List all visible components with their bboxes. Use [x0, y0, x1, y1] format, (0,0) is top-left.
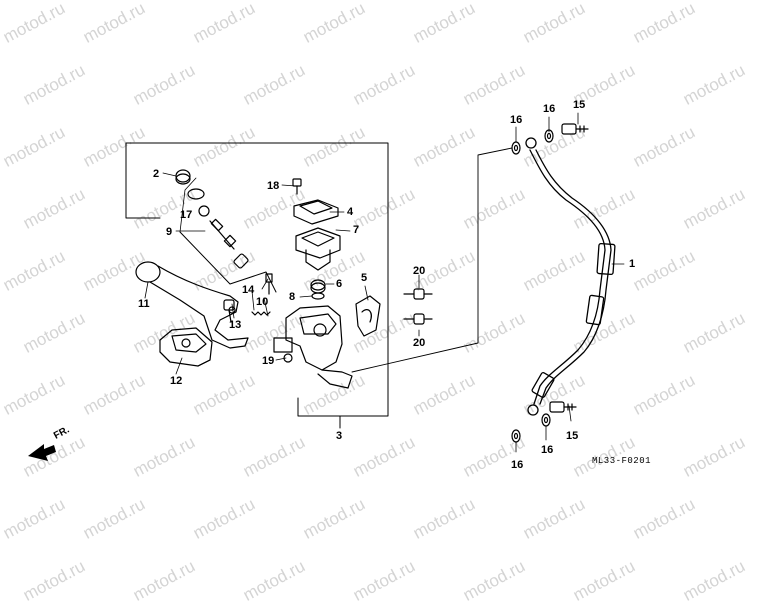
front-direction-arrow [28, 444, 56, 461]
callout-18: 18 [267, 180, 280, 192]
callout-1: 1 [629, 258, 636, 270]
bolt-part-20-upper [403, 288, 433, 300]
callout-16-b: 16 [543, 103, 556, 115]
brake-lever-part-11 [135, 261, 249, 349]
callout-4: 4 [347, 206, 354, 218]
lever-bracket-part-12 [159, 327, 213, 367]
callout-12: 12 [170, 375, 183, 387]
screw-part-18 [292, 178, 302, 195]
washer-part-16-c [541, 413, 551, 427]
float-part-6 [310, 279, 326, 294]
callout-3: 3 [336, 430, 343, 442]
bolt-part-20-lower [403, 313, 433, 325]
callout-20-upper: 20 [413, 265, 426, 277]
boot-part-2 [175, 169, 191, 185]
callout-20-lower: 20 [413, 337, 426, 349]
reservoir-cap-part-4 [293, 199, 339, 225]
ring-part-8 [311, 292, 325, 300]
callout-13: 13 [229, 319, 242, 331]
screw-part-14 [265, 273, 273, 295]
washer-part-16-b [544, 129, 554, 143]
callout-11: 11 [138, 298, 150, 310]
callout-17: 17 [180, 209, 193, 221]
callout-15-lower: 15 [566, 430, 579, 442]
master-cylinder-body [273, 305, 353, 389]
assembly-bracket-9 [179, 231, 277, 293]
callout-15-upper: 15 [573, 99, 586, 111]
callout-6: 6 [336, 278, 343, 290]
washer-part-16-d [511, 429, 521, 443]
hose-route-line [351, 147, 513, 373]
banjo-bolt-part-15-upper [561, 123, 589, 135]
callout-14: 14 [242, 284, 255, 296]
brake-hose-part-1 [525, 137, 616, 416]
push-rod-part-9 [187, 188, 249, 269]
pivot-bolt-part-13 [223, 299, 235, 323]
holder-part-5 [355, 295, 381, 337]
callout-16-c: 16 [541, 444, 554, 456]
callout-2: 2 [153, 168, 160, 180]
callout-10: 10 [256, 296, 269, 308]
callout-19: 19 [262, 355, 275, 367]
callout-7: 7 [353, 224, 360, 236]
assembly-bracket-3 [125, 142, 161, 219]
callout-5: 5 [361, 272, 368, 284]
spring-part-10 [251, 311, 271, 316]
banjo-bolt-part-15-lower [549, 401, 577, 413]
washer-part-16-a [511, 141, 521, 155]
diagram-code: ML33-F0201 [592, 456, 652, 466]
callout-9: 9 [166, 226, 173, 238]
callout-16-a: 16 [510, 114, 523, 126]
parts-drawing [28, 112, 625, 461]
screw-part-19 [283, 353, 293, 363]
callout-16-d: 16 [511, 459, 524, 471]
callout-8: 8 [289, 291, 296, 303]
diaphragm-part-7 [295, 227, 341, 271]
